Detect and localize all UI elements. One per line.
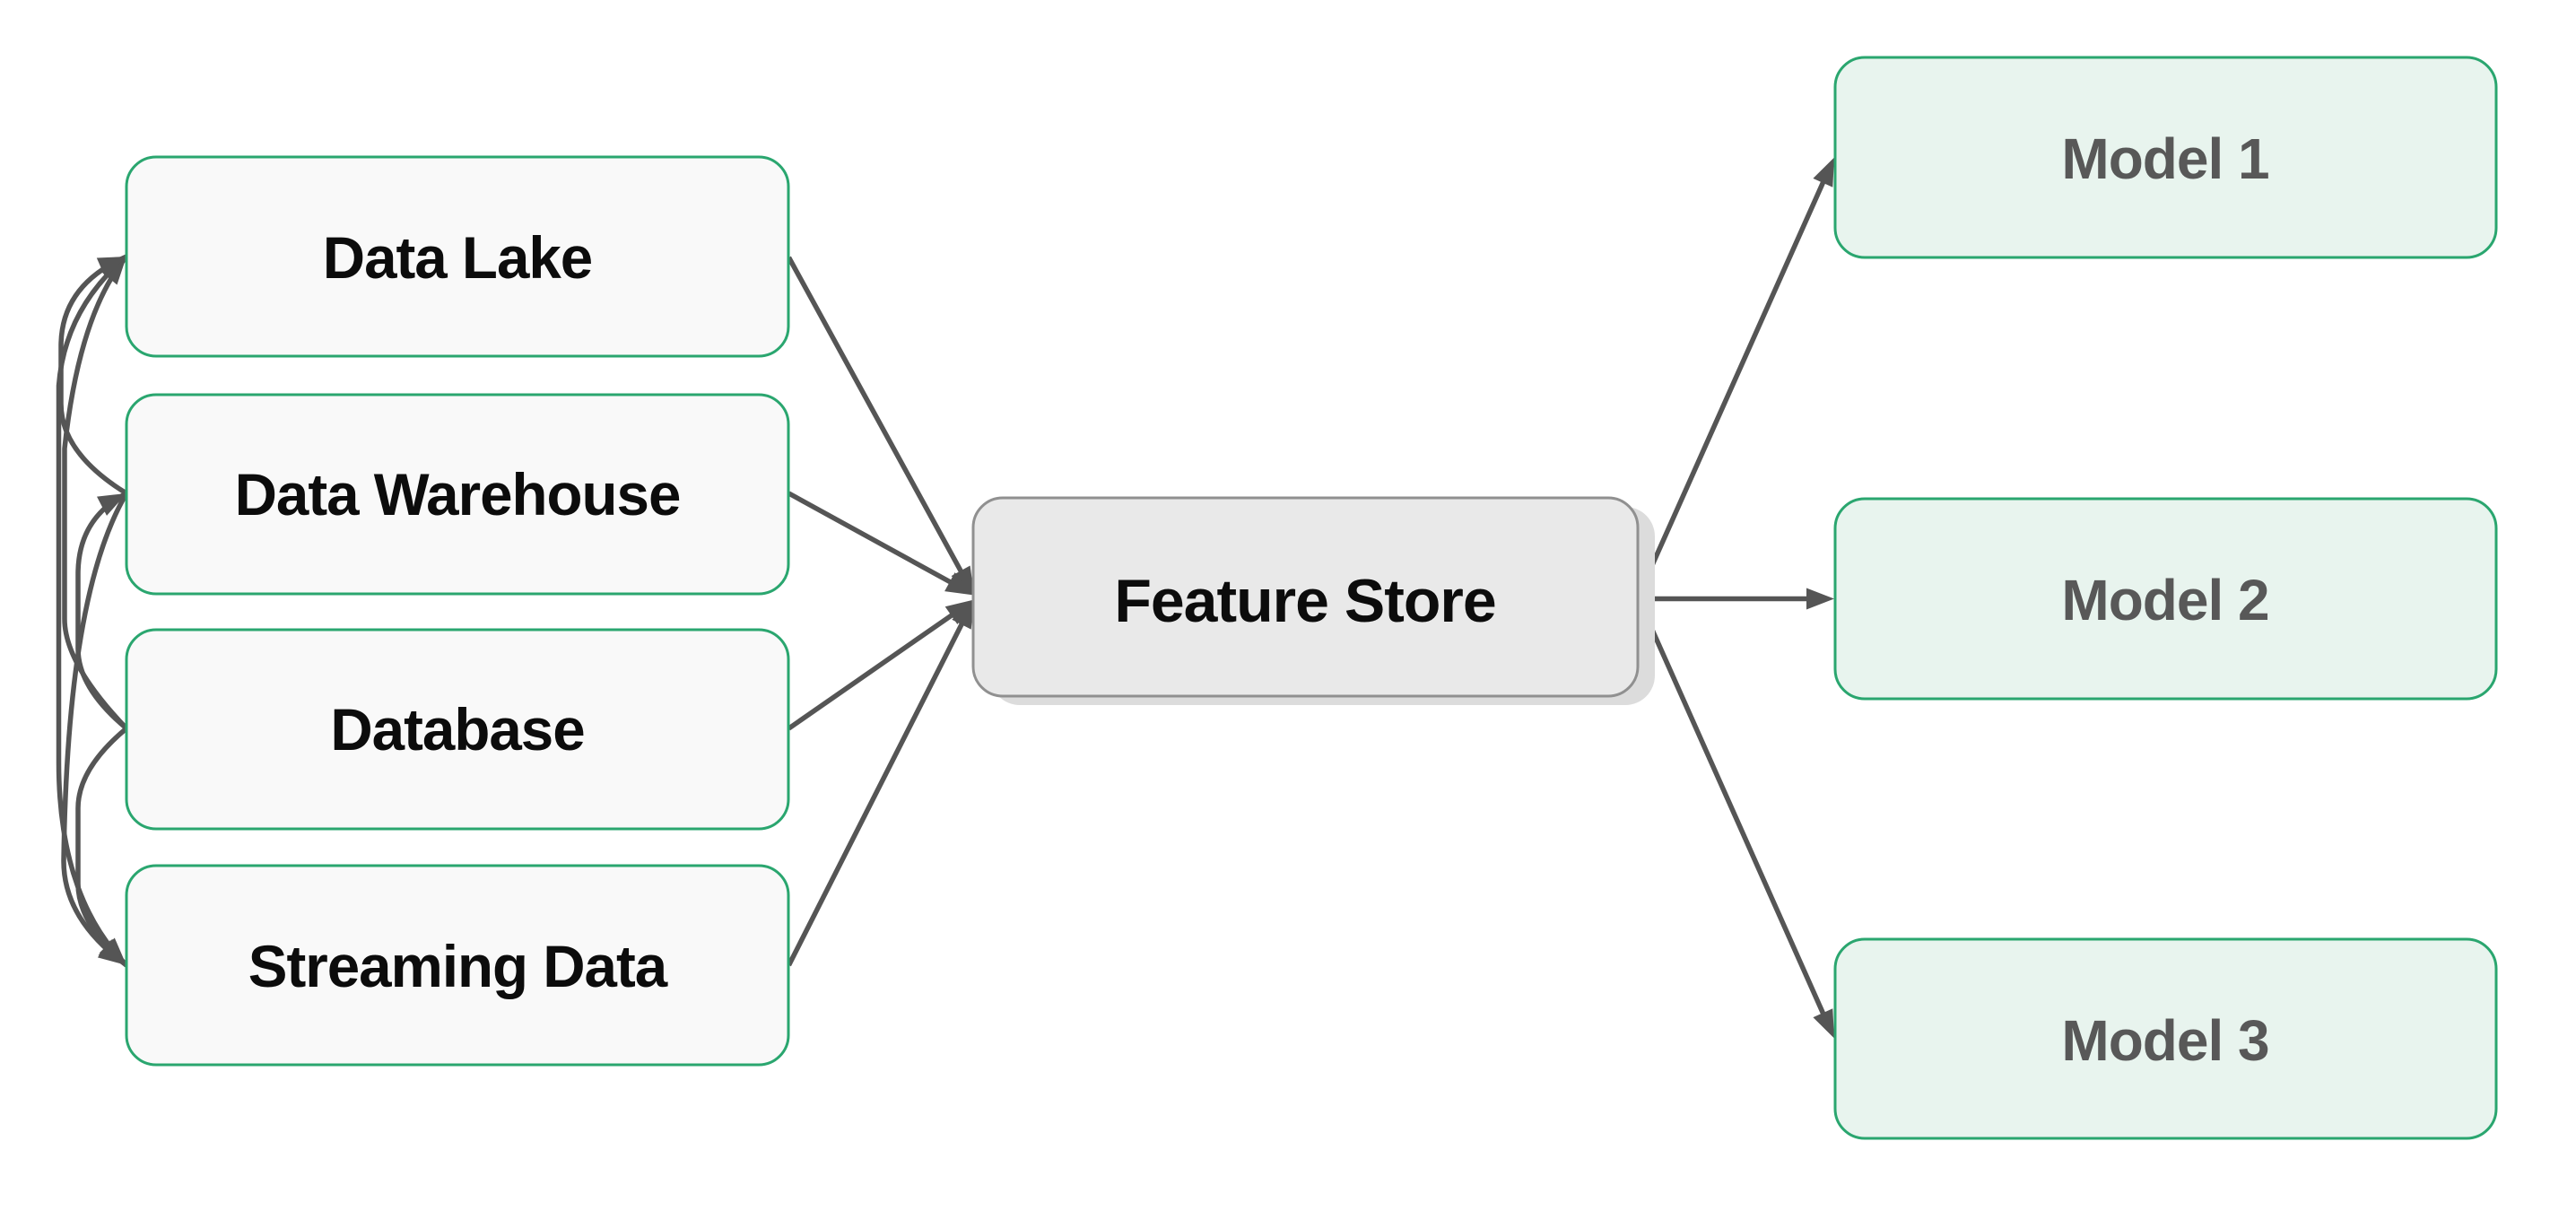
svg-text:Feature Store: Feature Store [1114, 567, 1495, 635]
svg-text:Model 3: Model 3 [2061, 1008, 2268, 1073]
svg-text:Streaming Data: Streaming Data [248, 934, 668, 999]
svg-text:Model 2: Model 2 [2061, 568, 2268, 632]
svg-text:Database: Database [330, 697, 584, 762]
svg-text:Data Warehouse: Data Warehouse [235, 462, 681, 527]
svg-text:Model 1: Model 1 [2061, 126, 2268, 191]
svg-text:Data Lake: Data Lake [323, 225, 592, 291]
